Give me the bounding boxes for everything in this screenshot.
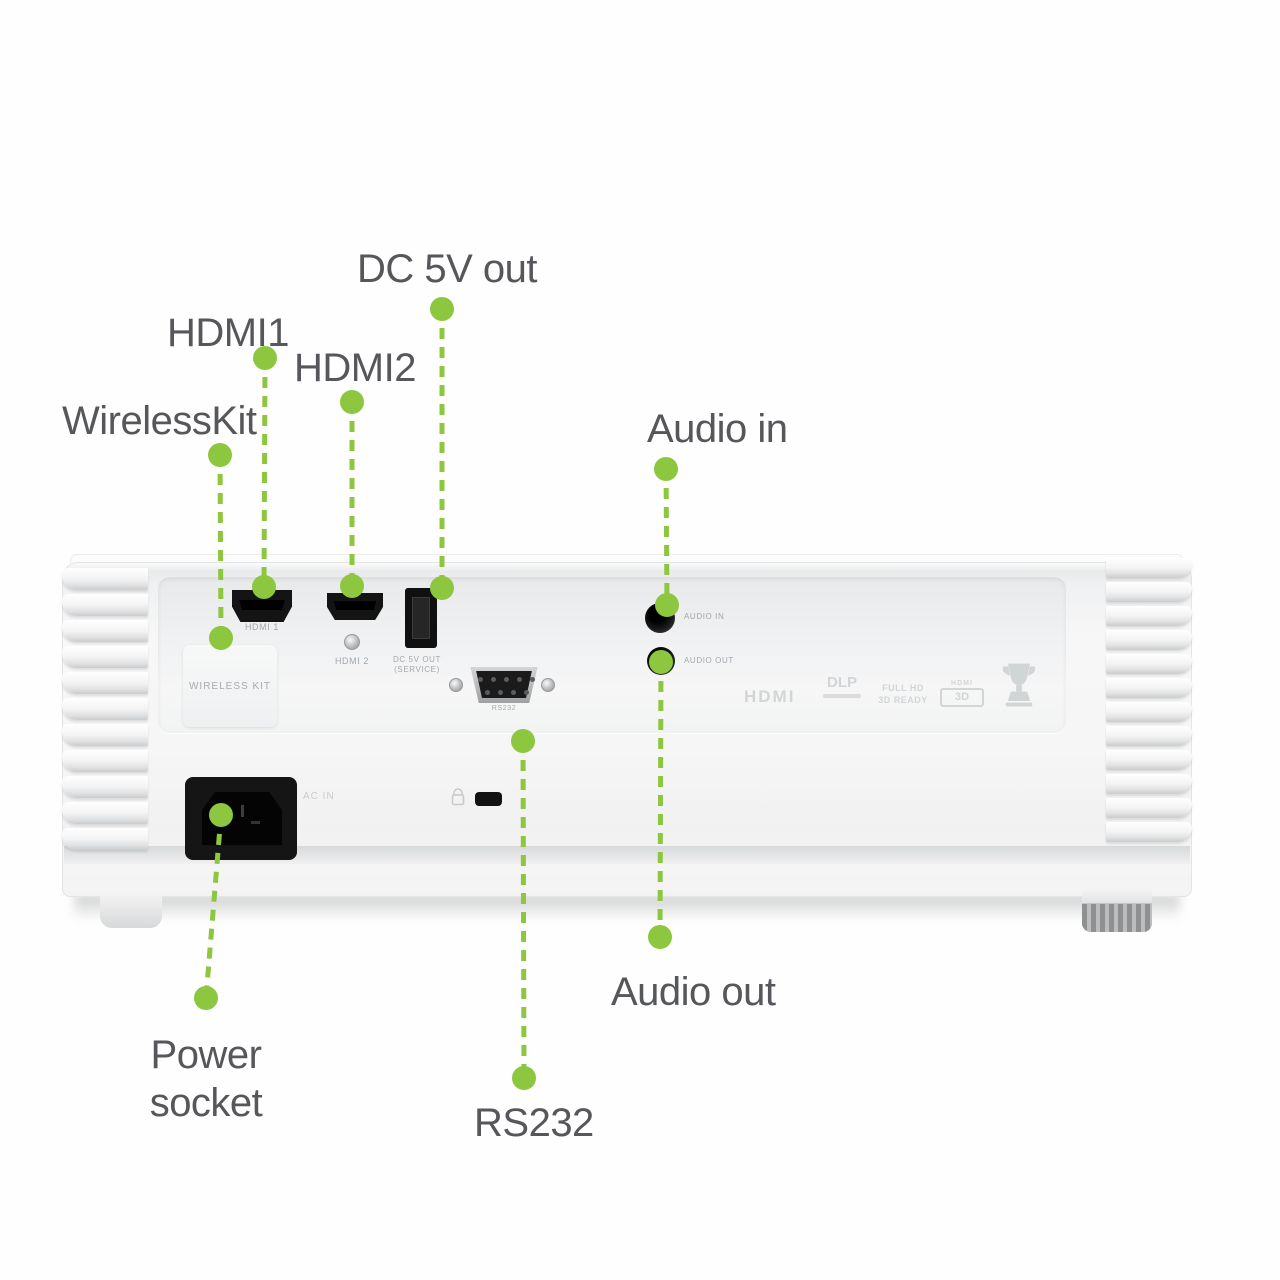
wireless-kit-cover: WIRELESS KIT bbox=[183, 645, 277, 727]
left-foot bbox=[100, 894, 162, 928]
vent-fin bbox=[62, 698, 148, 720]
vent-fin bbox=[1106, 558, 1192, 578]
hdmi2-port-slot bbox=[333, 601, 377, 611]
rs232-pin bbox=[511, 690, 516, 695]
left-vent-fins bbox=[62, 568, 148, 860]
rs232-screw-left bbox=[449, 678, 463, 692]
callout-power bbox=[194, 803, 233, 1010]
vent-fin bbox=[62, 568, 148, 590]
vent-fin bbox=[1106, 654, 1192, 674]
vent-fin bbox=[1106, 822, 1192, 842]
right-foot-knurl bbox=[1082, 904, 1152, 932]
hdmi2-callout-label: HDMI2 bbox=[294, 346, 416, 390]
hdmi1-port-slot bbox=[239, 599, 285, 611]
body-groove bbox=[64, 846, 1190, 864]
audio-out-port-label: AUDIO OUT bbox=[684, 656, 734, 665]
vent-fin bbox=[1106, 774, 1192, 794]
hdmi-logo: HDMI bbox=[744, 687, 796, 706]
vent-fin bbox=[1106, 582, 1192, 602]
vent-fin bbox=[62, 750, 148, 772]
callout-audio-in bbox=[654, 457, 679, 617]
rs232-port-label: RS232 bbox=[491, 705, 517, 712]
vent-fin bbox=[62, 776, 148, 798]
award-trophy-logo bbox=[997, 661, 1041, 708]
power-socket-inlet bbox=[185, 777, 297, 860]
kensington-lock-slot bbox=[475, 792, 502, 806]
rs232-pin bbox=[485, 690, 490, 695]
hdmi2-port-label: HDMI 2 bbox=[334, 656, 370, 666]
hdmi1-callout-label: HDMI1 bbox=[167, 311, 289, 355]
vent-fin bbox=[62, 672, 148, 694]
vent-fin bbox=[1106, 798, 1192, 818]
audio-in-callout-label: Audio in bbox=[647, 407, 788, 451]
fullhd-logo-line2: 3D READY bbox=[878, 695, 928, 705]
callout-wireless-kit bbox=[208, 443, 233, 650]
kensington-padlock-icon bbox=[451, 788, 465, 806]
callout-hdmi2 bbox=[340, 390, 364, 598]
wireless-kit-callout-label: WirelessKit bbox=[62, 399, 257, 443]
dc5v-port-label-line2: (SERVICE) bbox=[394, 665, 440, 674]
fullhd-logo-line1: FULL HD bbox=[882, 683, 924, 693]
connector-recess-panel bbox=[158, 577, 1066, 733]
hdmi1-port bbox=[232, 590, 292, 622]
power-socket-mark bbox=[241, 805, 244, 817]
rs232-pin bbox=[524, 690, 529, 695]
rs232-screw-right bbox=[541, 678, 555, 692]
vent-fin bbox=[1106, 726, 1192, 746]
vent-fin bbox=[62, 802, 148, 824]
dc5v-callout-label: DC 5V out bbox=[357, 247, 538, 291]
rs232-pin bbox=[478, 677, 483, 682]
rs232-pin bbox=[504, 677, 509, 682]
vent-fin bbox=[62, 594, 148, 616]
rs232-callout-label: RS232 bbox=[474, 1101, 594, 1145]
callout-hdmi1 bbox=[252, 346, 277, 599]
power-socket-callout-label: Power socket bbox=[149, 1033, 263, 1125]
fullhd-3d-logo: FULL HD 3D READY bbox=[874, 683, 932, 705]
vent-fin bbox=[1106, 606, 1192, 626]
wireless-kit-port-label: WIRELESS KIT bbox=[188, 680, 271, 692]
right-vent-fins bbox=[1106, 558, 1192, 854]
callout-audio-out bbox=[648, 650, 673, 949]
vent-fin bbox=[62, 828, 148, 850]
dlp-logo-underline bbox=[823, 694, 861, 698]
dlp-logo: DLP bbox=[814, 674, 870, 698]
right-foot bbox=[1082, 890, 1152, 932]
rs232-pin bbox=[517, 677, 522, 682]
vent-fin bbox=[1106, 702, 1192, 722]
audio-in-port-label: AUDIO IN bbox=[684, 612, 725, 621]
ac-in-label: AC IN bbox=[303, 791, 335, 802]
vent-fin bbox=[62, 724, 148, 746]
rs232-pin bbox=[491, 677, 496, 682]
hdmi-3d-logo: HDMI 3D bbox=[938, 680, 986, 707]
dlp-logo-text: DLP bbox=[827, 674, 857, 691]
hdmi-3d-logo-top: HDMI bbox=[951, 680, 973, 687]
vent-fin bbox=[1106, 678, 1192, 698]
vent-fin bbox=[1106, 630, 1192, 650]
vent-fin bbox=[62, 620, 148, 642]
dc5v-usb-port bbox=[405, 588, 437, 648]
audio-out-callout-label: Audio out bbox=[611, 970, 776, 1014]
dc5v-usb-tongue bbox=[412, 597, 430, 639]
hdmi1-port-label: HDMI 1 bbox=[244, 622, 280, 632]
callout-dc5v bbox=[430, 297, 454, 600]
vent-fin bbox=[1106, 750, 1192, 770]
panel-screw bbox=[344, 634, 360, 650]
vent-fin bbox=[62, 646, 148, 668]
ground-shadow bbox=[74, 894, 1180, 930]
power-socket-mark bbox=[251, 821, 260, 824]
rs232-pin bbox=[530, 677, 535, 682]
dc5v-port-label-line1: DC 5V OUT bbox=[392, 655, 442, 664]
hdmi-3d-logo-box: 3D bbox=[940, 688, 984, 707]
callout-rs232 bbox=[511, 729, 536, 1090]
rs232-pin bbox=[498, 690, 503, 695]
